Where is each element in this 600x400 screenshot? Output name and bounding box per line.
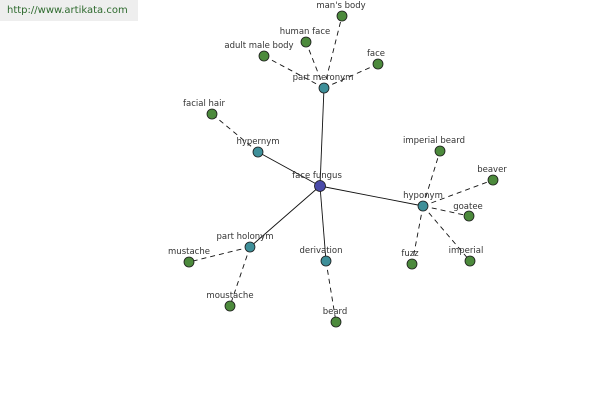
label-mans-body[interactable]: man's body xyxy=(316,1,365,11)
graph-nodes xyxy=(183,10,499,328)
label-imperial[interactable]: imperial xyxy=(449,246,484,256)
label-face[interactable]: face xyxy=(367,49,385,59)
edge-hyponym-to-imperial-beard xyxy=(422,150,441,207)
label-part-meronym[interactable]: part meronym xyxy=(293,73,354,83)
node-fuzz[interactable] xyxy=(406,258,418,270)
label-imperial-beard[interactable]: imperial beard xyxy=(403,136,465,146)
node-part-meronym[interactable] xyxy=(318,82,330,94)
label-moustache[interactable]: moustache xyxy=(206,291,253,301)
label-facial-hair[interactable]: facial hair xyxy=(183,99,225,109)
label-derivation[interactable]: derivation xyxy=(299,246,342,256)
label-fuzz[interactable]: fuzz xyxy=(401,249,419,259)
label-goatee[interactable]: goatee xyxy=(453,202,483,212)
label-part-holonym[interactable]: part holonym xyxy=(217,232,274,242)
node-facial-hair[interactable] xyxy=(206,108,218,120)
node-adult-male-body[interactable] xyxy=(258,50,270,62)
edge-part-holonym-to-moustache xyxy=(229,246,251,307)
edge-face-fungus-to-part-holonym xyxy=(249,185,321,248)
edge-hyponym-to-imperial xyxy=(422,205,471,262)
node-derivation[interactable] xyxy=(320,255,332,267)
node-beaver[interactable] xyxy=(487,174,499,186)
edge-hyponym-to-beaver xyxy=(422,179,494,207)
edge-face-fungus-to-derivation xyxy=(319,185,327,262)
label-face-fungus[interactable]: face fungus xyxy=(292,171,342,181)
node-moustache[interactable] xyxy=(224,300,236,312)
node-beard[interactable] xyxy=(330,316,342,328)
edge-face-fungus-to-hyponym xyxy=(319,185,424,207)
node-face[interactable] xyxy=(372,58,384,70)
node-mustache[interactable] xyxy=(183,256,195,268)
label-beard[interactable]: beard xyxy=(323,307,348,317)
label-adult-male-body[interactable]: adult male body xyxy=(224,41,293,51)
label-hyponym[interactable]: hyponym xyxy=(403,191,443,201)
label-beaver[interactable]: beaver xyxy=(477,165,507,175)
graph-labels: face fungus part meronym hypernym hyponym pa… xyxy=(168,1,507,317)
edge-part-meronym-to-face xyxy=(323,63,379,89)
edge-hypernym-to-facial-hair xyxy=(211,113,259,153)
edge-hyponym-to-goatee xyxy=(422,205,470,217)
node-part-holonym[interactable] xyxy=(244,241,256,253)
edge-part-meronym-to-adult-male-body xyxy=(263,55,325,89)
edge-part-meronym-to-mans-body xyxy=(323,15,343,89)
node-face-fungus[interactable] xyxy=(314,180,326,192)
node-hyponym[interactable] xyxy=(417,200,429,212)
label-hypernym[interactable]: hypernym xyxy=(236,137,279,147)
node-imperial[interactable] xyxy=(464,255,476,267)
node-hypernym[interactable] xyxy=(252,146,264,158)
edge-face-fungus-to-hypernym xyxy=(257,151,321,187)
node-imperial-beard[interactable] xyxy=(434,145,446,157)
edge-face-fungus-to-part-meronym xyxy=(319,87,325,187)
site-url-watermark[interactable]: http://www.artikata.com xyxy=(0,0,138,21)
edge-part-holonym-to-mustache xyxy=(188,246,251,263)
node-human-face[interactable] xyxy=(300,36,312,48)
node-mans-body[interactable] xyxy=(336,10,348,22)
label-mustache[interactable]: mustache xyxy=(168,247,210,257)
edge-derivation-to-beard xyxy=(325,260,337,323)
label-human-face[interactable]: human face xyxy=(280,27,330,37)
edge-hyponym-to-fuzz xyxy=(411,205,424,265)
node-goatee[interactable] xyxy=(463,210,475,222)
graph-edges xyxy=(188,15,494,323)
